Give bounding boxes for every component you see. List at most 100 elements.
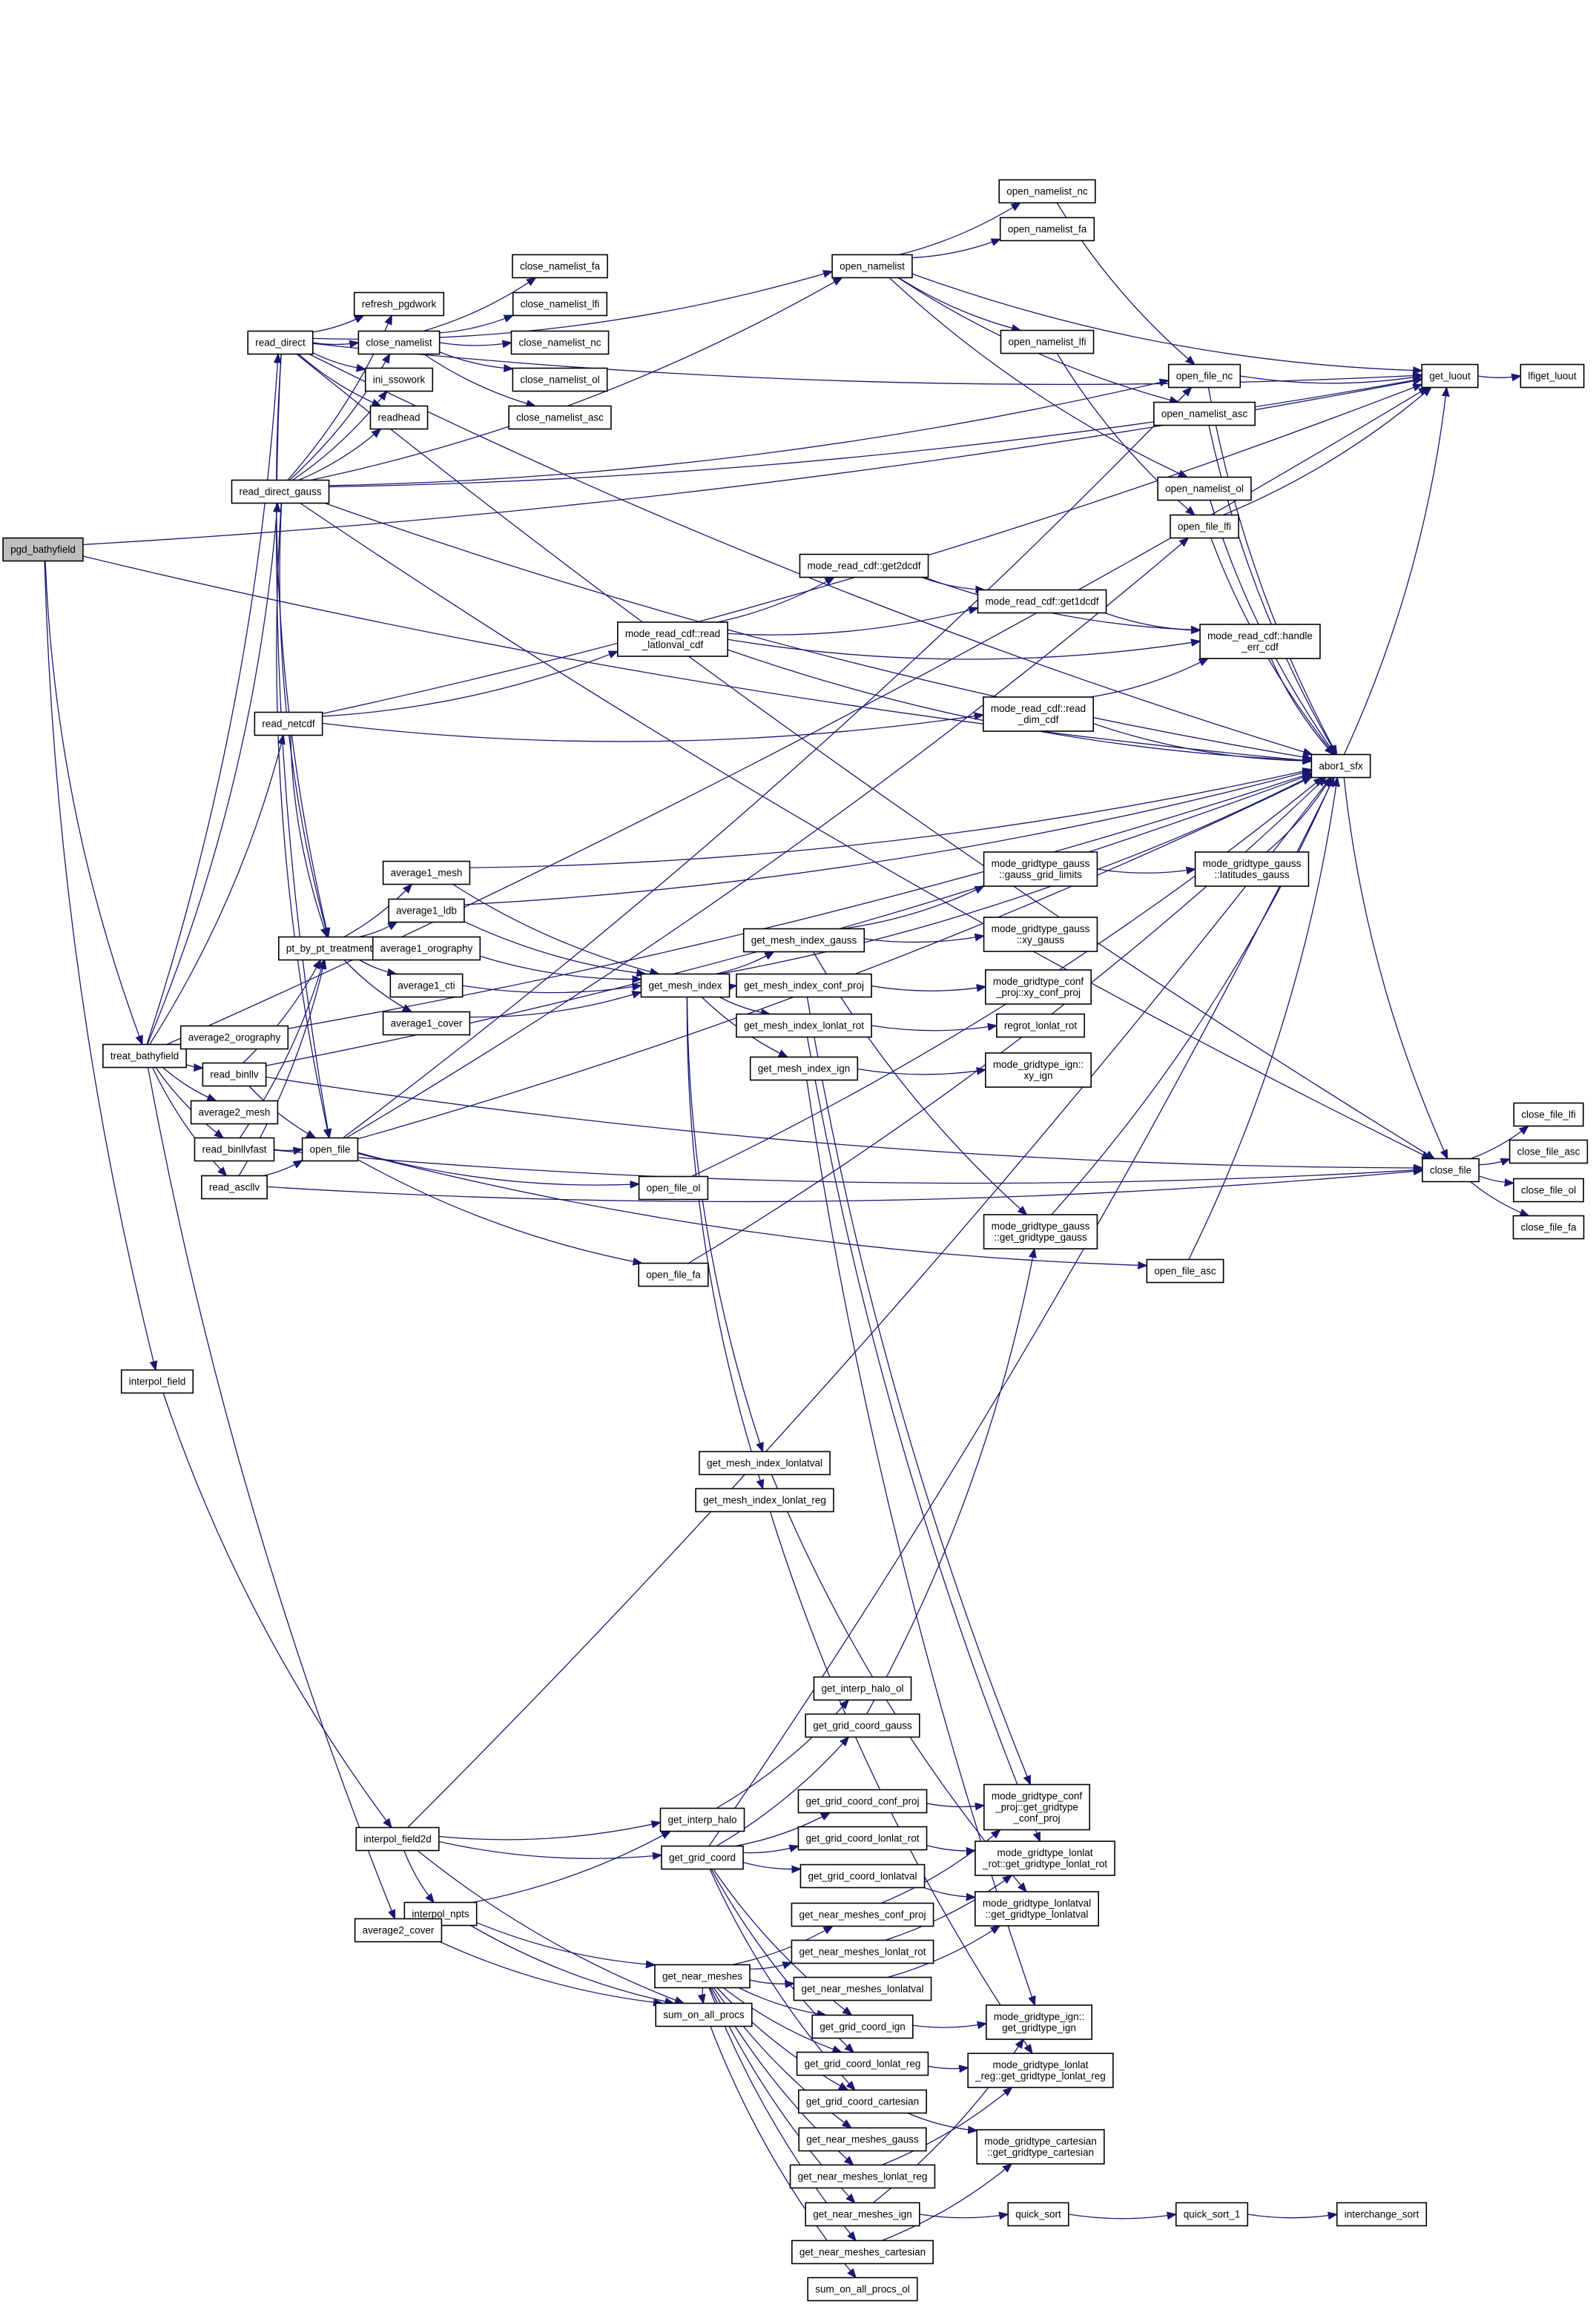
node-close-namelist-lfi[interactable]: close_namelist_lfi — [512, 291, 608, 317]
node-open-namelist[interactable]: open_namelist — [831, 254, 913, 279]
node-read-binllvfast[interactable]: read_binllvfast — [194, 1137, 275, 1162]
node-get-near-meshes-gauss[interactable]: get_near_meshes_gauss — [798, 2127, 927, 2152]
node-get1dcdf[interactable]: mode_read_cdf::get1dcdf — [977, 589, 1107, 614]
node-open-file-fa[interactable]: open_file_fa — [638, 1262, 709, 1287]
node-close-namelist-asc[interactable]: close_namelist_asc — [508, 405, 612, 430]
node-get-mesh-index-conf-proj[interactable]: get_mesh_index_conf_proj — [736, 973, 872, 998]
node-get-mesh-index-lonlat-reg[interactable]: get_mesh_index_lonlat_reg — [695, 1488, 834, 1513]
node-close-namelist[interactable]: close_namelist — [357, 330, 441, 355]
node-get-gridtype-conf-proj[interactable]: mode_gridtype_conf_proj::get_gridtype_co… — [983, 1783, 1090, 1831]
node-get-gridtype-gauss[interactable]: mode_gridtype_gauss::get_gridtype_gauss — [983, 1214, 1098, 1250]
node-average2-cover[interactable]: average2_cover — [354, 1918, 443, 1943]
node-get-interp-halo[interactable]: get_interp_halo — [659, 1807, 745, 1832]
node-open-file-ol[interactable]: open_file_ol — [638, 1175, 709, 1201]
node-open-file-nc[interactable]: open_file_nc — [1167, 363, 1241, 389]
node-get-gridtype-cartesian[interactable]: mode_gridtype_cartesian::get_gridtype_ca… — [976, 2129, 1105, 2165]
node-get-mesh-index-lonlatval[interactable]: get_mesh_index_lonlatval — [699, 1450, 831, 1476]
node-open-namelist-ol[interactable]: open_namelist_ol — [1157, 476, 1252, 501]
node-average1-cti[interactable]: average1_cti — [389, 973, 464, 998]
node-treat-bathyfield[interactable]: treat_bathyfield — [102, 1043, 187, 1069]
node-box — [983, 1783, 1090, 1831]
node-close-file-fa[interactable]: close_file_fa — [1512, 1215, 1585, 1240]
node-read-direct[interactable]: read_direct — [247, 330, 314, 355]
node-refresh-pgdwork[interactable]: refresh_pgdwork — [353, 291, 445, 317]
node-get-interp-halo-ol[interactable]: get_interp_halo_ol — [813, 1676, 912, 1701]
node-ini-ssowork[interactable]: ini_ssowork — [364, 367, 434, 392]
node-read-netcdf[interactable]: read_netcdf — [254, 711, 323, 736]
node-get-gridtype-lonlat-reg[interactable]: mode_gridtype_lonlat_reg::get_gridtype_l… — [967, 2053, 1114, 2088]
node-interpol-field2d[interactable]: interpol_field2d — [355, 1826, 440, 1852]
node-read-direct-gauss[interactable]: read_direct_gauss — [231, 479, 330, 504]
node-open-file-asc[interactable]: open_file_asc — [1146, 1258, 1224, 1284]
node-close-namelist-ol[interactable]: close_namelist_ol — [512, 367, 608, 392]
node-get-near-meshes-cartesian[interactable]: get_near_meshes_cartesian — [791, 2239, 934, 2265]
node-read-ascllv[interactable]: read_ascllv — [201, 1175, 268, 1200]
node-get-grid-coord-cartesian[interactable]: get_grid_coord_cartesian — [798, 2089, 927, 2114]
node-get-mesh-index[interactable]: get_mesh_index — [640, 973, 731, 998]
node-get-grid-coord-lonlat-reg[interactable]: get_grid_coord_lonlat_reg — [796, 2051, 929, 2076]
node-xy-conf-proj[interactable]: mode_gridtype_conf_proj::xy_conf_proj — [985, 969, 1092, 1005]
node-average1-cover[interactable]: average1_cover — [382, 1011, 471, 1036]
node-quick-sort-1[interactable]: quick_sort_1 — [1175, 2202, 1249, 2227]
node-average2-mesh[interactable]: average2_mesh — [190, 1100, 279, 1125]
node-get-mesh-index-ign[interactable]: get_mesh_index_ign — [749, 1056, 859, 1081]
node-open-namelist-asc[interactable]: open_namelist_asc — [1153, 401, 1256, 426]
node-open-file-lfi[interactable]: open_file_lfi — [1170, 514, 1239, 539]
node-read-binllv[interactable]: read_binllv — [202, 1062, 267, 1087]
node-get-grid-coord-gauss[interactable]: get_grid_coord_gauss — [805, 1713, 920, 1738]
node-open-namelist-fa[interactable]: open_namelist_fa — [999, 217, 1095, 242]
node-open-namelist-lfi[interactable]: open_namelist_lfi — [1000, 329, 1095, 354]
node-get-near-meshes-lonlat-rot[interactable]: get_near_meshes_lonlat_rot — [791, 1939, 934, 1964]
node-get2dcdf[interactable]: mode_read_cdf::get2dcdf — [799, 553, 929, 578]
node-xy-ign[interactable]: mode_gridtype_ign::xy_ign — [985, 1052, 1092, 1088]
node-get-mesh-index-lonlat-rot[interactable]: get_mesh_index_lonlat_rot — [736, 1013, 872, 1038]
node-get-grid-coord[interactable]: get_grid_coord — [661, 1845, 744, 1870]
node-close-file-lfi[interactable]: close_file_lfi — [1513, 1102, 1584, 1127]
node-get-gridtype-lonlat-rot[interactable]: mode_gridtype_lonlat_rot::get_gridtype_l… — [975, 1841, 1115, 1876]
node-lfiget-luout[interactable]: lfiget_luout — [1520, 363, 1585, 389]
node-close-file-ol[interactable]: close_file_ol — [1513, 1178, 1584, 1203]
node-get-gridtype-lonlatval[interactable]: mode_gridtype_lonlatval::get_gridtype_lo… — [975, 1891, 1099, 1927]
node-get-near-meshes-conf-proj[interactable]: get_near_meshes_conf_proj — [791, 1902, 934, 1927]
node-get-near-meshes-ign[interactable]: get_near_meshes_ign — [805, 2202, 920, 2227]
node-get-luout[interactable]: get_luout — [1421, 363, 1479, 389]
node-get-near-meshes-lonlat-reg[interactable]: get_near_meshes_lonlat_reg — [789, 2164, 936, 2189]
edge-get-grid-coord-to-get-grid-coord-gauss — [716, 1737, 848, 1847]
node-get-near-meshes-lonlatval[interactable]: get_near_meshes_lonlatval — [793, 1976, 932, 2001]
node-handle-err-cdf[interactable]: mode_read_cdf::handle_err_cdf — [1199, 624, 1321, 659]
node-xy-gauss[interactable]: mode_gridtype_gauss::xy_gauss — [983, 917, 1098, 952]
node-get-grid-coord-lonlatval[interactable]: get_grid_coord_lonlatval — [799, 1864, 926, 1889]
node-open-file[interactable]: open_file — [301, 1137, 359, 1162]
node-average1-orography[interactable]: average1_orography — [372, 936, 481, 961]
node-get-mesh-index-gauss[interactable]: get_mesh_index_gauss — [742, 928, 865, 953]
node-readhead[interactable]: readhead — [369, 405, 429, 430]
node-get-gridtype-ign[interactable]: mode_gridtype_ign::get_gridtype_ign — [986, 2004, 1092, 2040]
node-interchange-sort[interactable]: interchange_sort — [1336, 2202, 1428, 2227]
node-sum-on-all-procs[interactable]: sum_on_all_procs — [655, 2002, 753, 2027]
node-average1-ldb[interactable]: average1_ldb — [388, 898, 465, 923]
node-average1-mesh[interactable]: average1_mesh — [382, 860, 471, 885]
node-read-dim-cdf[interactable]: mode_read_cdf::read_dim_cdf — [983, 696, 1094, 732]
node-close-namelist-nc[interactable]: close_namelist_nc — [510, 330, 610, 355]
node-read-latlonval-cdf[interactable]: mode_read_cdf::read_latlonval_cdf — [617, 621, 728, 657]
node-sum-on-all-procs-ol[interactable]: sum_on_all_procs_ol — [807, 2277, 918, 2302]
node-box — [1175, 2202, 1249, 2227]
node-get-grid-coord-conf-proj[interactable]: get_grid_coord_conf_proj — [797, 1789, 928, 1814]
node-close-file-asc[interactable]: close_file_asc — [1508, 1139, 1589, 1164]
node-close-file[interactable]: close_file — [1422, 1158, 1480, 1183]
node-average2-orography[interactable]: average2_orography — [179, 1025, 289, 1050]
node-box — [1146, 1258, 1224, 1284]
node-latitudes-gauss[interactable]: mode_gridtype_gauss::latitudes_gauss — [1194, 851, 1310, 887]
node-abor1-sfx[interactable]: abor1_sfx — [1310, 753, 1371, 779]
node-regrot-lonlat-rot[interactable]: regrot_lonlat_rot — [996, 1013, 1085, 1038]
node-get-grid-coord-lonlat-rot[interactable]: get_grid_coord_lonlat_rot — [797, 1826, 928, 1851]
node-close-namelist-fa[interactable]: close_namelist_fa — [512, 254, 608, 279]
node-pgd-bathyfield[interactable]: pgd_bathyfield — [2, 537, 84, 562]
node-gauss-grid-limits[interactable]: mode_gridtype_gauss::gauss_grid_limits — [983, 851, 1098, 887]
node-quick-sort[interactable]: quick_sort — [1007, 2202, 1069, 2227]
node-get-near-meshes[interactable]: get_near_meshes — [654, 1964, 751, 1989]
node-open-namelist-nc[interactable]: open_namelist_nc — [998, 179, 1096, 204]
node-get-grid-coord-ign[interactable]: get_grid_coord_ign — [811, 2014, 914, 2039]
node-interpol-field[interactable]: interpol_field — [120, 1369, 194, 1394]
node-pt-by-pt-treatment[interactable]: pt_by_pt_treatment — [278, 936, 380, 961]
